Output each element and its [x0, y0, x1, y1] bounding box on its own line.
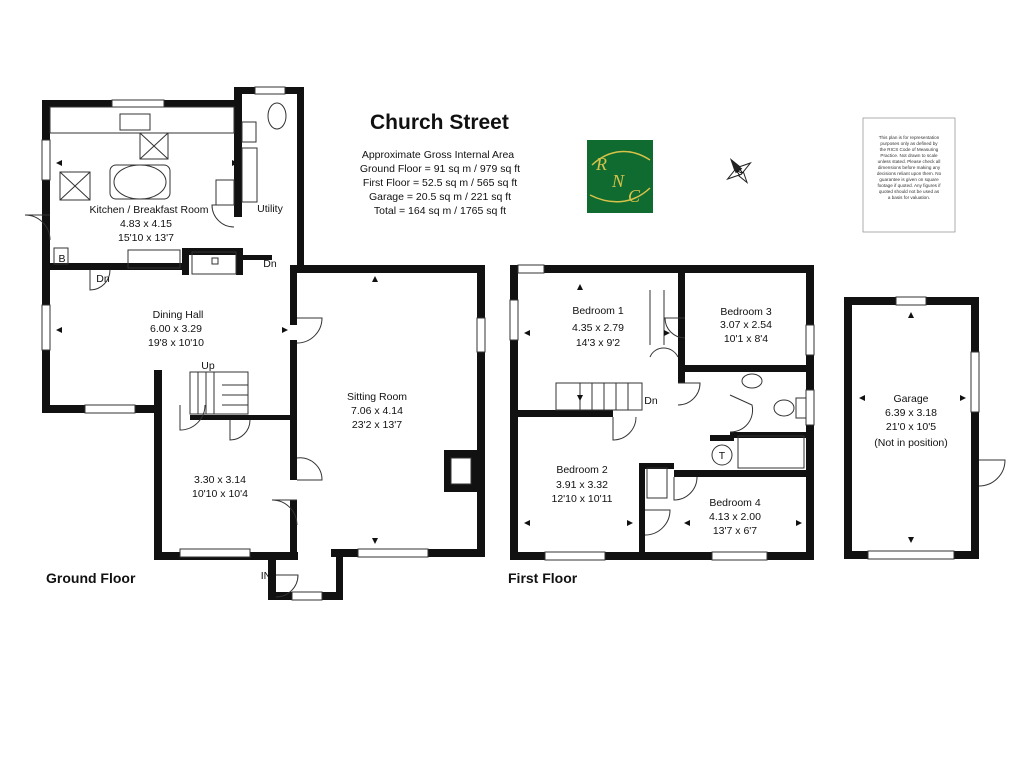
marker-boiler: B [58, 253, 65, 265]
marker-dn: Dn [96, 273, 110, 285]
disclaimer-line: This plan is for representation [879, 135, 940, 140]
room-study-metric: 3.30 x 3.14 [194, 474, 246, 486]
room-kitchen-name: Kitchen / Breakfast Room [89, 204, 208, 216]
room-garage-name: Garage [893, 393, 928, 405]
marker-up: Up [201, 360, 215, 372]
disclaimer-line: purposes only as defined by [880, 141, 938, 146]
room-dining-imperial: 19'8 x 10'10 [148, 337, 204, 349]
disclaimer-line: quoted should not be used as [879, 189, 940, 194]
room-sitting-metric: 7.06 x 4.14 [351, 405, 403, 417]
marker-dn: Dn [263, 258, 277, 270]
compass-label: N [735, 167, 745, 178]
disclaimer-line: Practice. Not drawn to scale [880, 153, 938, 158]
room-dining-metric: 6.00 x 3.29 [150, 323, 202, 335]
room-garage-metric: 6.39 x 3.18 [885, 407, 937, 419]
room-bed3-name: Bedroom 3 [720, 306, 772, 318]
room-bed2-imperial: 12'10 x 10'11 [551, 493, 612, 505]
room-bed3-metric: 3.07 x 2.54 [720, 319, 772, 331]
area-line: Ground Floor = 91 sq m / 979 sq ft [360, 163, 520, 175]
disclaimer-line: decisions reliant upon them. No [877, 171, 942, 176]
room-bed1-name: Bedroom 1 [572, 305, 624, 317]
dimension-arrows [56, 160, 966, 544]
room-bed2-metric: 3.91 x 3.32 [556, 479, 608, 491]
room-bed3-imperial: 10'1 x 8'4 [724, 333, 768, 345]
marker-in: IN [261, 570, 272, 582]
room-sitting-name: Sitting Room [347, 391, 407, 403]
room-bed4-imperial: 13'7 x 6'7 [713, 525, 757, 537]
first-floor-plan [509, 264, 815, 561]
garage-labels: Garage 6.39 x 3.18 21'0 x 10'5 (Not in p… [874, 393, 948, 449]
first-floor-label: First Floor [508, 570, 578, 586]
marker-dn: Dn [644, 395, 658, 407]
rnc-logo: R N C [587, 140, 653, 213]
room-garage-imperial: 21'0 x 10'5 [886, 421, 936, 433]
room-garage-note: (Not in position) [874, 437, 948, 449]
marker-t: T [719, 450, 726, 462]
room-bed4-metric: 4.13 x 2.00 [709, 511, 761, 523]
area-heading: Approximate Gross Internal Area [362, 149, 514, 161]
ground-floor-labels: Kitchen / Breakfast Room 4.83 x 4.15 15'… [58, 203, 407, 582]
room-sitting-imperial: 23'2 x 13'7 [352, 419, 402, 431]
room-study-imperial: 10'10 x 10'4 [192, 488, 248, 500]
garage-plan [844, 296, 1006, 560]
disclaimer-line: the RICS Code of Measuring [880, 147, 939, 152]
logo-letter-c: C [628, 186, 641, 206]
room-bed1-imperial: 14'3 x 9'2 [576, 337, 620, 349]
area-summary: Approximate Gross Internal Area Ground F… [360, 149, 520, 217]
plan-title: Church Street [370, 111, 509, 134]
disclaimer-line: footage if quoted. Any figures if [877, 183, 941, 188]
room-dining-name: Dining Hall [153, 309, 204, 321]
ground-floor-plan [24, 86, 486, 601]
disclaimer-line: dimensions before making any [878, 165, 941, 170]
area-line: Total = 164 sq m / 1765 sq ft [374, 205, 506, 217]
room-kitchen-imperial: 15'10 x 13'7 [118, 232, 174, 244]
logo-letter-r: R [595, 154, 607, 174]
room-utility-name: Utility [257, 203, 283, 215]
disclaimer-box: This plan is for representation purposes… [862, 117, 956, 233]
room-bed2-name: Bedroom 2 [556, 464, 608, 476]
compass-icon: N [726, 158, 752, 184]
room-kitchen-metric: 4.83 x 4.15 [120, 218, 172, 230]
room-bed1-metric: 4.35 x 2.79 [572, 322, 624, 334]
area-line: First Floor = 52.5 sq m / 565 sq ft [363, 177, 517, 189]
disclaimer-line: a basis for valuation. [888, 195, 930, 200]
ground-floor-label: Ground Floor [46, 570, 136, 586]
first-floor-labels: Bedroom 1 4.35 x 2.79 14'3 x 9'2 Bedroom… [551, 305, 772, 537]
area-line: Garage = 20.5 sq m / 221 sq ft [369, 191, 511, 203]
disclaimer-line: unless stated. Please check all [878, 159, 941, 164]
logo-letter-n: N [611, 171, 625, 191]
room-bed4-name: Bedroom 4 [709, 497, 761, 509]
disclaimer-line: guarantee is given on square [879, 177, 939, 182]
